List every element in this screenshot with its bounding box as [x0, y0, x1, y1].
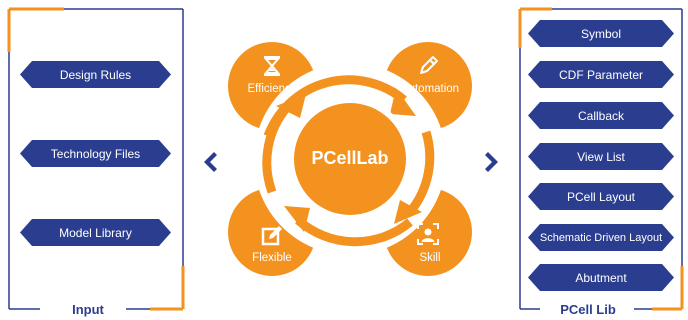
hub-graphic [228, 42, 472, 276]
output-item-cdf-parameter: CDF Parameter [528, 61, 674, 88]
input-panel-title: Input [50, 302, 126, 318]
input-item-label: Model Library [59, 225, 132, 240]
output-item-label: CDF Parameter [558, 67, 644, 82]
output-panel-title: PCell Lib [542, 302, 634, 318]
output-item-pcell-layout: PCell Layout [528, 183, 674, 210]
user-scan-icon [417, 223, 439, 245]
input-item-model-library: Model Library [20, 219, 171, 246]
output-item-label: PCell Layout [566, 189, 636, 204]
output-item-label: Symbol [580, 26, 621, 41]
hourglass-icon [263, 56, 281, 76]
capability-label-automation: Automation [400, 83, 460, 95]
output-panel-frame [518, 7, 684, 311]
edit-box-icon [261, 226, 282, 246]
output-item-label: Schematic Driven Layout [539, 231, 663, 244]
input-item-label: Design Rules [59, 67, 132, 82]
output-item-abutment: Abutment [528, 264, 674, 291]
chevron-right-icon [485, 152, 498, 172]
pencil-icon [420, 56, 438, 74]
input-item-design-rules: Design Rules [20, 61, 171, 88]
output-panel: Symbol CDF Parameter Callback View List … [512, 0, 688, 320]
output-item-schematic-driven-layout: Schematic Driven Layout [528, 224, 674, 251]
output-item-label: Callback [577, 108, 625, 123]
chevron-left-icon [204, 152, 217, 172]
output-item-label: View List [577, 149, 625, 164]
pcelllab-hub: Efficiency Automation Flexible Skill PCe… [228, 36, 472, 282]
output-item-view-list: View List [528, 143, 674, 170]
input-panel: Design Rules Technology Files Model Libr… [0, 0, 190, 320]
input-panel-frame [7, 7, 185, 311]
output-item-callback: Callback [528, 102, 674, 129]
output-item-label: Abutment [575, 270, 627, 285]
center-title: PCellLab [311, 148, 389, 168]
input-item-label: Technology Files [50, 146, 141, 161]
output-item-symbol: Symbol [528, 20, 674, 47]
capability-label-flexible: Flexible [252, 252, 292, 264]
capability-label-skill: Skill [419, 252, 441, 264]
capability-label-efficiency: Efficiency [247, 83, 297, 95]
input-item-technology-files: Technology Files [20, 140, 171, 167]
